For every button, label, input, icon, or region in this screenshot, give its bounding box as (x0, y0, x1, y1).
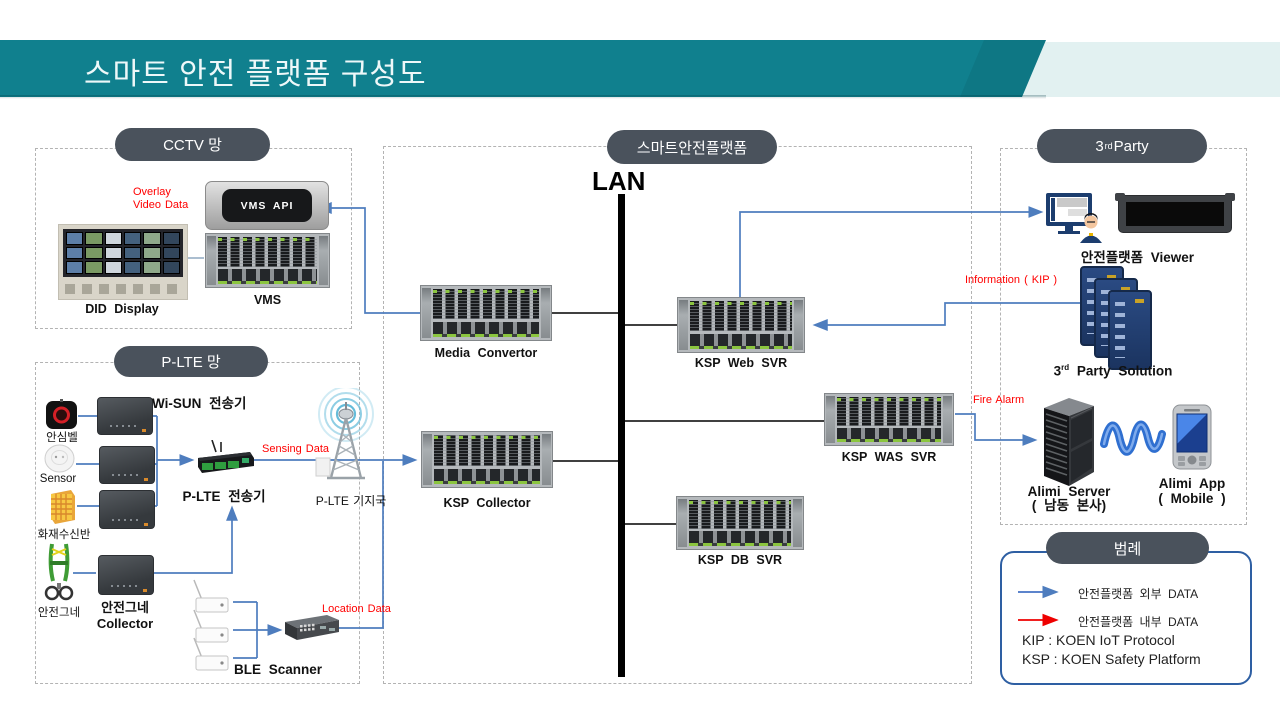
harness-icon (44, 543, 74, 601)
ksp-web-svr-label: KSP Web SVR (694, 356, 788, 370)
information-kip-label: Information ( KIP ) (965, 274, 1058, 286)
third-party-label-pre: 3 (1095, 137, 1104, 155)
tower-3-led (1135, 299, 1144, 303)
wisun-transmitter-3-icon (99, 490, 155, 529)
fire-alarm-label: Fire Alarm (973, 394, 1025, 406)
plte-section-pill: P-LTE 망 (114, 346, 268, 377)
viewer-label: 안전플랫폼 Viewer (1080, 250, 1195, 265)
ksp-collector-label: KSP Collector (443, 496, 531, 510)
legend-section-label: 범례 (1113, 540, 1142, 558)
viewer-panel-tab-left (1115, 193, 1125, 201)
wisun-transmitter-1-icon (97, 397, 153, 435)
media-convertor-icon (420, 285, 552, 341)
legend-external-label: 안전플랫폼 외부 DATA (1078, 587, 1199, 601)
third-solution-sup: rd (1061, 363, 1070, 372)
platform-section-label: 스마트안전플랫폼 (636, 139, 748, 157)
alimi-app-phone-icon (1172, 404, 1212, 470)
plte-basestation-label: P-LTE 기지국 (315, 494, 387, 508)
alimi-app-line1: Alimi App (1158, 476, 1226, 491)
tower-2-slots (1101, 290, 1111, 346)
header-banner (0, 40, 1046, 97)
third-solution-post: Party Solution (1069, 363, 1173, 379)
harness-collector-line2: Collector (96, 616, 154, 631)
vms-api-label: VMS API (222, 189, 312, 222)
did-screen (63, 229, 183, 277)
harness-collector-label: 안전그네 Collector (85, 600, 165, 632)
third-party-solution-label: 3rd Party Solution (1035, 363, 1191, 379)
vms-api-icon: VMS API (205, 181, 329, 230)
overlay-line1: Overlay (133, 186, 171, 198)
did-display-label: DID Display (85, 302, 159, 316)
plte-basestation-icon (315, 388, 374, 480)
location-data-label: Location Data (322, 603, 391, 615)
ksp-db-svr-icon (676, 496, 804, 550)
lan-bus-line (618, 194, 625, 677)
sensing-data-label: Sensing Data (262, 443, 330, 455)
harness-collector-line1: 안전그네 (101, 600, 149, 615)
alimi-app-line2: ( Mobile ) (1158, 491, 1226, 506)
alimi-server-line2: ( 남동 본사) (1031, 498, 1107, 513)
harness-label: 안전그네 (37, 607, 81, 619)
sensor-label: Sensor (39, 473, 77, 485)
wisun-transmitter-2-icon (99, 446, 155, 484)
ksp-collector-icon (421, 431, 553, 488)
sensor-icon (44, 444, 75, 473)
plte-transmitter-icon (198, 440, 254, 473)
legend-kip-definition: KIP : KOEN IoT Protocol (1022, 632, 1175, 648)
switch-icon (285, 615, 339, 640)
legend-section-pill: 범례 (1046, 532, 1209, 564)
ksp-web-svr-icon (677, 297, 805, 353)
viewer-workstation-icon (1046, 193, 1102, 243)
wisun-transmitter-label: Wi-SUN 전송기 (152, 396, 247, 411)
overlay-video-data-label: Overlay Video Data (133, 186, 188, 212)
fire-panel-icon (51, 490, 75, 524)
ksp-was-svr-label: KSP WAS SVR (841, 450, 937, 464)
viewer-display-panel-icon (1115, 193, 1235, 233)
tower-1-slots (1087, 278, 1097, 334)
ansimbell-icon (46, 399, 77, 429)
plte-section-label: P-LTE 망 (161, 354, 221, 371)
overlay-line2: Video Data (133, 199, 189, 211)
tower-1-led (1107, 275, 1116, 279)
vms-server-icon (205, 233, 330, 288)
harness-collector-icon (98, 555, 154, 595)
third-party-tower-3 (1108, 290, 1152, 370)
fire-panel-label: 화재수신반 (37, 529, 91, 541)
plte-transmitter-label: P-LTE 전송기 (182, 489, 266, 504)
viewer-panel-tab-right (1225, 193, 1235, 201)
vms-label: VMS (253, 293, 282, 307)
third-party-label-sup: rd (1104, 141, 1113, 151)
page-title: 스마트 안전 플랫폼 구성도 (84, 58, 427, 91)
alimi-server-icon (1044, 398, 1094, 486)
third-party-label-post: Party (1113, 137, 1149, 155)
ble-scanner-devices-icon (193, 579, 229, 671)
third-party-solution-icon (1080, 266, 1152, 370)
cctv-section-label: CCTV 망 (163, 137, 222, 154)
ksp-db-svr-label: KSP DB SVR (697, 553, 783, 567)
legend-internal-label: 안전플랫폼 내부 DATA (1078, 615, 1199, 629)
lan-label: LAN (592, 166, 646, 196)
ksp-was-svr-icon (824, 393, 954, 446)
tower-2-led (1121, 287, 1130, 291)
tower-3-slots (1115, 302, 1125, 358)
did-display-icon (58, 224, 188, 300)
wireless-wave-icon (1100, 420, 1166, 456)
viewer-panel-screen (1126, 202, 1224, 226)
header-shadow (0, 95, 1046, 99)
cctv-section-pill: CCTV 망 (115, 128, 270, 161)
legend-ksp-definition: KSP : KOEN Safety Platform (1022, 651, 1201, 667)
did-buttons (65, 284, 181, 294)
ansimbell-label: 안심벨 (46, 432, 78, 444)
alimi-server-label: Alimi Server ( 남동 본사) (1014, 485, 1124, 513)
platform-section-pill: 스마트안전플랫폼 (607, 130, 777, 164)
alimi-app-label: Alimi App ( Mobile ) (1140, 476, 1244, 506)
ble-scanner-label: BLE Scanner (233, 662, 323, 677)
third-solution-pre: 3 (1053, 363, 1062, 379)
alimi-server-line1: Alimi Server (1027, 484, 1111, 499)
media-convertor-label: Media Convertor (434, 346, 538, 360)
